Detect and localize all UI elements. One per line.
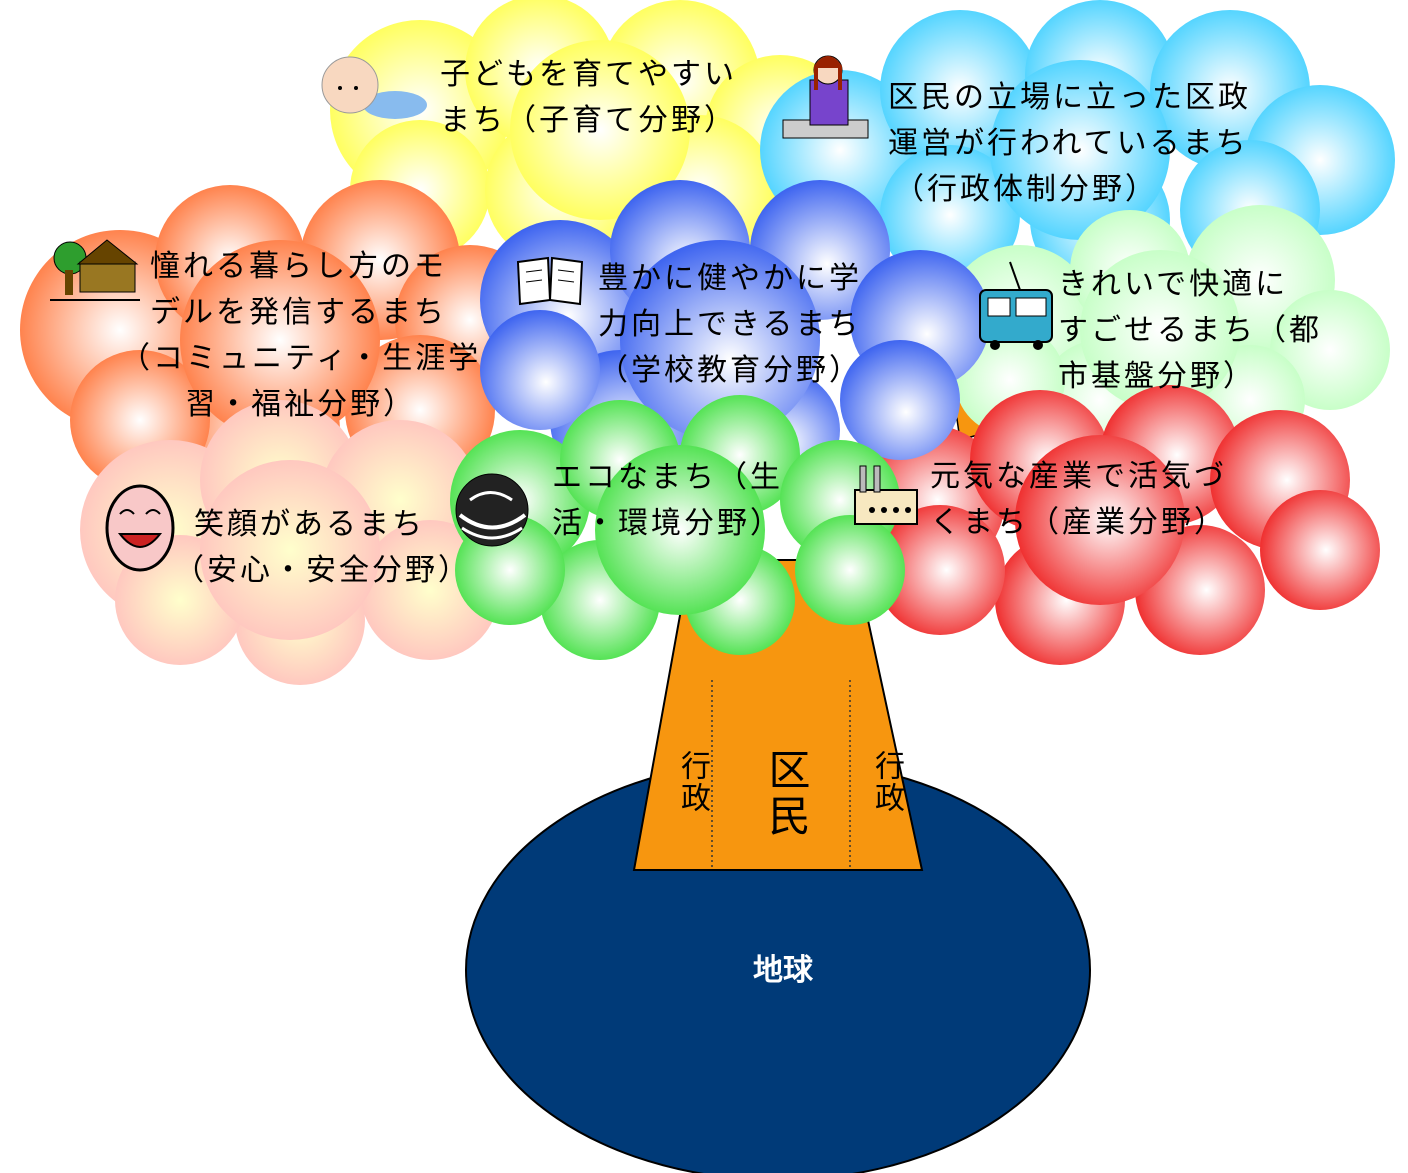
label-line: エコなまち（生: [552, 460, 783, 495]
label-line: 力向上できるまち: [598, 307, 862, 342]
label-community: 憧れる暮らし方のモ デルを発信するまち （コミュニティ・生涯学 習・福祉分野）: [120, 244, 481, 428]
earth-label: 地球: [753, 953, 814, 988]
book-icon: [516, 256, 584, 306]
label-line: デルを発信するまち: [150, 295, 447, 330]
office-worker-icon: [782, 55, 869, 139]
trunk-label-left: 行政: [675, 750, 710, 814]
label-line: すごせるまち（都: [1058, 313, 1322, 348]
label-line: 笑顔があるまち: [194, 507, 425, 542]
label-line: 運営が行われているまち: [888, 126, 1249, 161]
label-line: 市基盤分野）: [1058, 359, 1256, 394]
cloud-gyosei: [760, 0, 1395, 290]
house-icon: [50, 239, 140, 301]
label-line: 豊かに健やかに学: [598, 261, 862, 296]
cloud-sangyo: [855, 385, 1380, 665]
label-anzen: 笑顔があるまち （安心・安全分野）: [174, 502, 471, 594]
factory-icon: [854, 465, 918, 525]
label-sangyo: 元気な産業で活気づ くまち（産業分野）: [930, 454, 1227, 546]
label-line: 習・福祉分野）: [185, 387, 417, 422]
label-line: 区民の立場に立った区政: [888, 80, 1251, 115]
label-kosodate: 子どもを育てやすい まち（子育て分野）: [440, 52, 737, 144]
label-toshi: きれいで快適に すごせるまち（都 市基盤分野）: [1058, 262, 1322, 400]
label-line: 憧れる暮らし方のモ: [150, 249, 447, 284]
label-gakko: 豊かに健やかに学 力向上できるまち （学校教育分野）: [598, 256, 862, 394]
smiley-icon: [105, 484, 175, 572]
globe-hands-icon: [455, 473, 529, 547]
cloud-gakko: [480, 180, 990, 490]
label-gyosei: 区民の立場に立った区政 運営が行われているまち （行政体制分野）: [888, 75, 1251, 213]
label-line: （行政体制分野）: [894, 172, 1158, 207]
label-line: きれいで快適に: [1058, 267, 1289, 302]
label-line: （学校教育分野）: [598, 353, 862, 388]
cloud-eco: [450, 395, 905, 660]
label-line: 子どもを育てやすい: [440, 57, 737, 92]
label-line: （コミュニティ・生涯学: [120, 341, 482, 376]
trunk-label-right: 行政: [869, 750, 904, 814]
trunk-label-center: 区民: [762, 748, 811, 840]
label-line: 元気な産業で活気づ: [930, 459, 1227, 494]
baby-icon: [321, 56, 427, 119]
label-line: まち（子育て分野）: [440, 103, 737, 138]
cloud-toshi: [945, 205, 1390, 460]
tram-icon: [979, 261, 1053, 350]
label-line: （安心・安全分野）: [174, 553, 471, 588]
label-line: 活・環境分野）: [552, 506, 783, 541]
label-line: くまち（産業分野）: [930, 505, 1227, 540]
label-eco: エコなまち（生 活・環境分野）: [552, 455, 783, 547]
